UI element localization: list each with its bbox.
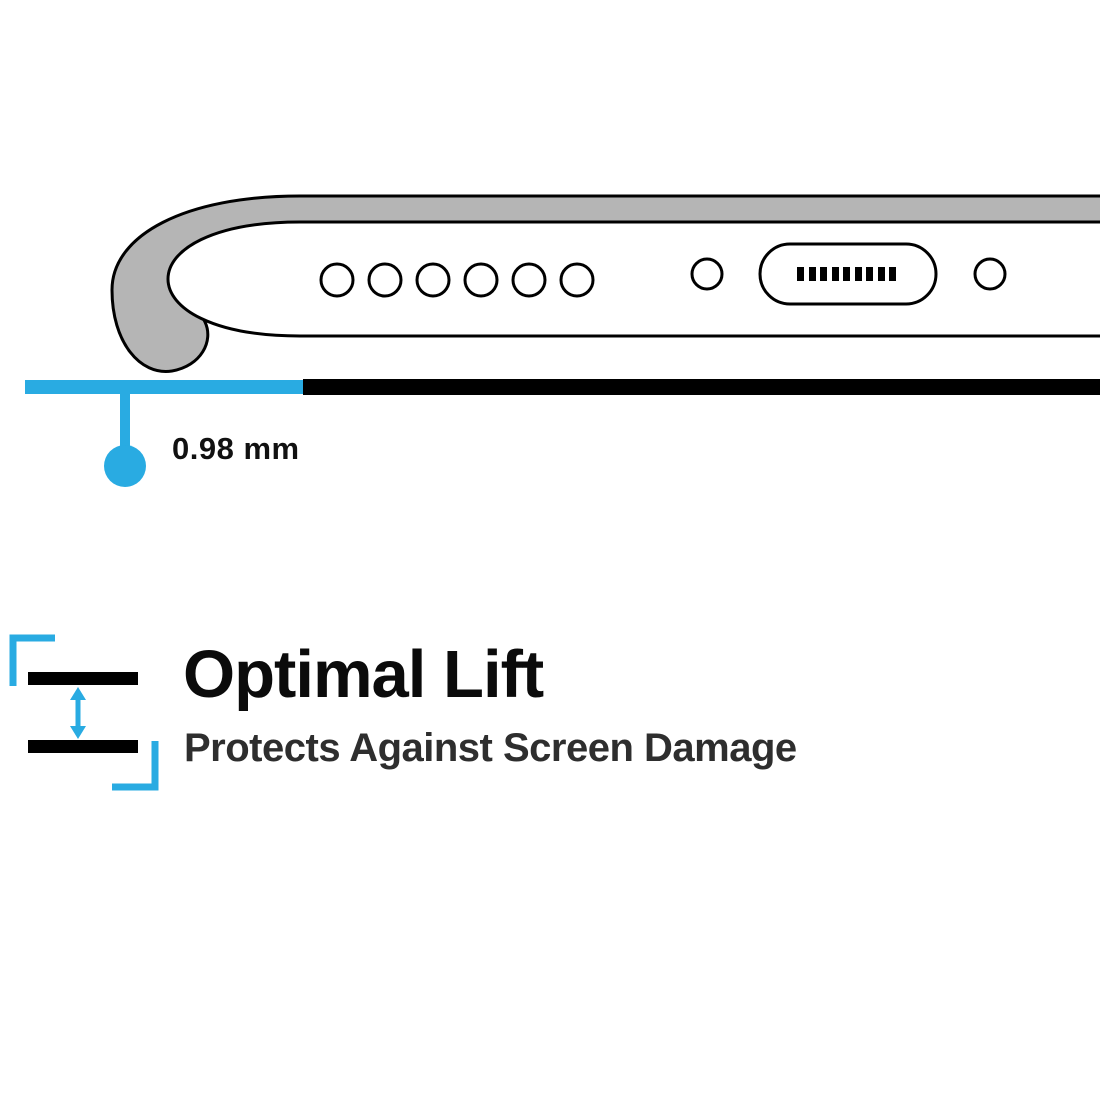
speaker-hole xyxy=(367,262,403,298)
port-pins xyxy=(797,267,896,281)
screw-hole-right xyxy=(973,257,1007,291)
speaker-hole xyxy=(463,262,499,298)
lift-gap-bar xyxy=(25,380,303,394)
double-arrow-icon xyxy=(70,687,86,739)
speaker-hole xyxy=(559,262,595,298)
feature-title: Optimal Lift xyxy=(183,637,544,712)
top-surface-bar xyxy=(28,672,138,685)
measurement-dot xyxy=(104,445,146,487)
bracket-bottom-right-icon xyxy=(112,741,159,791)
bottom-surface-bar xyxy=(28,740,138,753)
speaker-holes xyxy=(319,262,595,298)
phone-case-illustration xyxy=(25,194,1100,487)
speaker-hole xyxy=(319,262,355,298)
screw-hole-left xyxy=(690,257,724,291)
speaker-hole xyxy=(415,262,451,298)
charging-port xyxy=(758,242,938,306)
measurement-label: 0.98 mm xyxy=(172,431,300,466)
measurement-stem xyxy=(120,394,130,448)
surface-bar xyxy=(303,379,1100,395)
lift-icon xyxy=(9,634,159,791)
phone-body xyxy=(166,220,1100,338)
speaker-hole xyxy=(511,262,547,298)
feature-subtitle: Protects Against Screen Damage xyxy=(184,726,797,770)
bracket-top-left-icon xyxy=(9,634,55,686)
